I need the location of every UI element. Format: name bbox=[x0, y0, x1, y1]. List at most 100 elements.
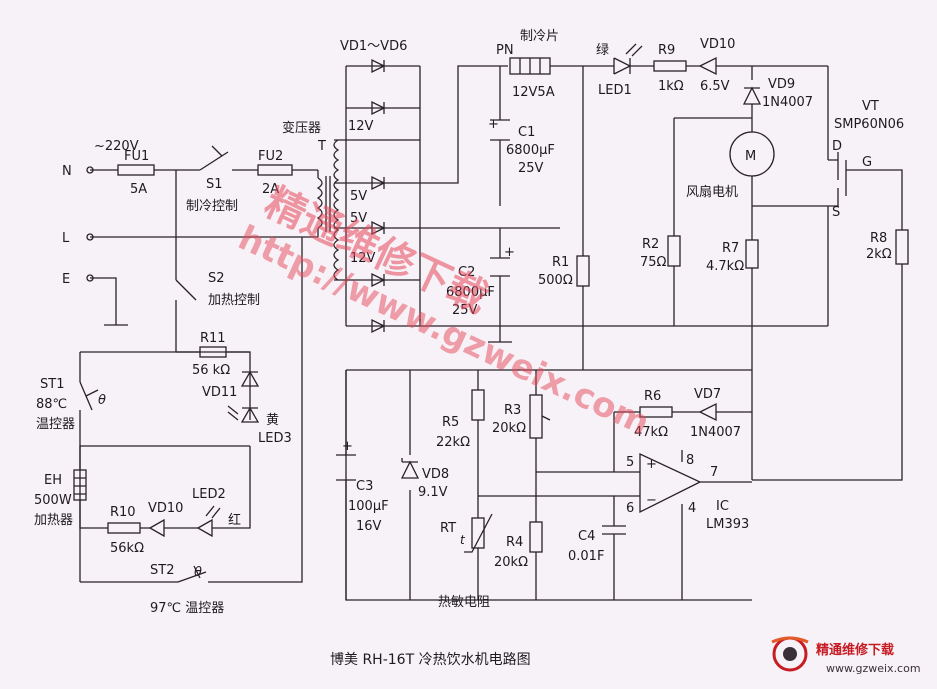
label-vd9: VD9 bbox=[768, 77, 795, 92]
label-r2-val: 75Ω bbox=[640, 255, 667, 270]
label-c2-val: 6800μF bbox=[446, 285, 495, 300]
labels: N L E ~220V FU1 5A S1 制冷控制 FU2 2A 变压器 T … bbox=[34, 29, 904, 616]
label-fu1: FU1 bbox=[124, 149, 149, 164]
wires bbox=[79, 65, 903, 601]
thermostat-st2 bbox=[177, 565, 207, 583]
label-n: N bbox=[62, 164, 72, 179]
label-c3-v: 16V bbox=[356, 519, 382, 534]
label-eh: EH bbox=[44, 473, 62, 488]
label-e: E bbox=[62, 272, 70, 287]
label-c2-v: 25V bbox=[452, 303, 478, 318]
label-5v-b: 5V bbox=[350, 211, 367, 226]
label-c4: C4 bbox=[578, 529, 595, 544]
label-12v-a: 12V bbox=[348, 119, 374, 134]
label-s1: S1 bbox=[206, 177, 223, 192]
label-peltier: 制冷片 bbox=[520, 29, 559, 44]
label-vd1-vd6: VD1～VD6 bbox=[340, 39, 407, 54]
label-vd8: VD8 bbox=[422, 467, 449, 482]
label-c4-val: 0.01F bbox=[568, 549, 604, 564]
label-led3: LED3 bbox=[258, 431, 292, 446]
thermostat-st1 bbox=[79, 381, 99, 411]
logo-text: 精通维修下载 bbox=[816, 642, 894, 658]
label-c1-v: 25V bbox=[518, 161, 544, 176]
label-r8-val: 2kΩ bbox=[866, 247, 892, 262]
label-vd10-val: 6.5V bbox=[700, 79, 730, 94]
label-theta2: θ bbox=[194, 565, 202, 580]
led1 bbox=[608, 57, 638, 75]
resistor-r1 bbox=[576, 255, 590, 287]
label-r3: R3 bbox=[504, 403, 521, 418]
watermark-url: http://www.gzweix.com bbox=[232, 218, 655, 444]
label-led1: LED1 bbox=[598, 83, 632, 98]
label-12v-b: 12V bbox=[350, 251, 376, 266]
resistor-r9 bbox=[653, 60, 687, 72]
label-c2-plus: + bbox=[504, 245, 515, 260]
logo-url: www.gzweix.com bbox=[826, 662, 921, 675]
label-pin5: 5 bbox=[626, 455, 634, 470]
label-s: S bbox=[832, 205, 840, 220]
resistor-r6 bbox=[639, 406, 673, 418]
label-st2: ST2 bbox=[150, 563, 174, 578]
comparator-ic bbox=[639, 452, 702, 514]
capacitor-c3 bbox=[336, 454, 356, 481]
resistor-r7 bbox=[745, 239, 759, 269]
label-r6: R6 bbox=[644, 389, 661, 404]
resistor-r5 bbox=[471, 389, 485, 421]
zener-vd10 bbox=[698, 56, 730, 76]
label-c3-plus: + bbox=[342, 439, 353, 454]
label-r8: R8 bbox=[870, 231, 887, 246]
diode-vd9 bbox=[742, 86, 762, 105]
terminal-n bbox=[86, 166, 94, 174]
heater-eh bbox=[73, 469, 87, 501]
fuse-fu2 bbox=[257, 164, 293, 176]
label-vd7-val: 1N4007 bbox=[690, 425, 741, 440]
thermistor-rt bbox=[471, 517, 485, 549]
label-transformer: 变压器 bbox=[282, 120, 321, 136]
label-r4-val: 20kΩ bbox=[494, 555, 528, 570]
label-l: L bbox=[62, 231, 70, 246]
label-st1: ST1 bbox=[40, 377, 64, 392]
label-r9: R9 bbox=[658, 43, 675, 58]
label-c1: C1 bbox=[518, 125, 535, 140]
label-eh-val: 500W bbox=[34, 493, 72, 508]
resistor-r2 bbox=[667, 235, 681, 267]
label-rt: RT bbox=[440, 521, 456, 536]
label-led2: LED2 bbox=[192, 487, 226, 502]
label-vd9-val: 1N4007 bbox=[762, 95, 813, 110]
label-r1: R1 bbox=[552, 255, 569, 270]
label-s2-desc: 加热控制 bbox=[208, 293, 260, 308]
label-g: G bbox=[862, 155, 872, 170]
label-yellow: 黄 bbox=[266, 413, 279, 428]
bridge-diodes bbox=[371, 58, 386, 334]
label-c1-plus: + bbox=[488, 117, 499, 132]
label-fu2-val: 2A bbox=[262, 182, 279, 197]
label-r4: R4 bbox=[506, 535, 523, 550]
label-fan: 风扇电机 bbox=[686, 184, 738, 200]
label-r2: R2 bbox=[642, 237, 659, 252]
label-vd8-val: 9.1V bbox=[418, 485, 448, 500]
switch-s1 bbox=[199, 145, 229, 171]
led2 bbox=[196, 518, 225, 538]
label-thermistor: 热敏电阻 bbox=[438, 595, 490, 610]
label-vt: VT bbox=[862, 99, 879, 114]
led3 bbox=[240, 406, 260, 423]
label-red: 红 bbox=[228, 512, 241, 528]
label-green: 绿 bbox=[596, 43, 609, 58]
label-c2: C2 bbox=[458, 265, 475, 280]
label-s2: S2 bbox=[208, 271, 225, 286]
label-t-symbol: t bbox=[460, 533, 466, 547]
label-eh-desc: 加热器 bbox=[34, 513, 73, 528]
label-t: T bbox=[317, 139, 326, 154]
capacitor-c4 bbox=[602, 525, 626, 535]
label-s1-desc: 制冷控制 bbox=[186, 199, 238, 214]
label-5v-a: 5V bbox=[350, 189, 367, 204]
label-fu1-val: 5A bbox=[130, 182, 147, 197]
terminal-e bbox=[86, 274, 94, 282]
diode-vd7 bbox=[698, 402, 726, 422]
label-pin4: 4 bbox=[688, 501, 696, 516]
label-st1-desc: 温控器 bbox=[36, 417, 75, 432]
label-r10: R10 bbox=[110, 505, 136, 520]
capacitor-c1 bbox=[490, 119, 510, 141]
label-r1-val: 500Ω bbox=[538, 273, 573, 288]
